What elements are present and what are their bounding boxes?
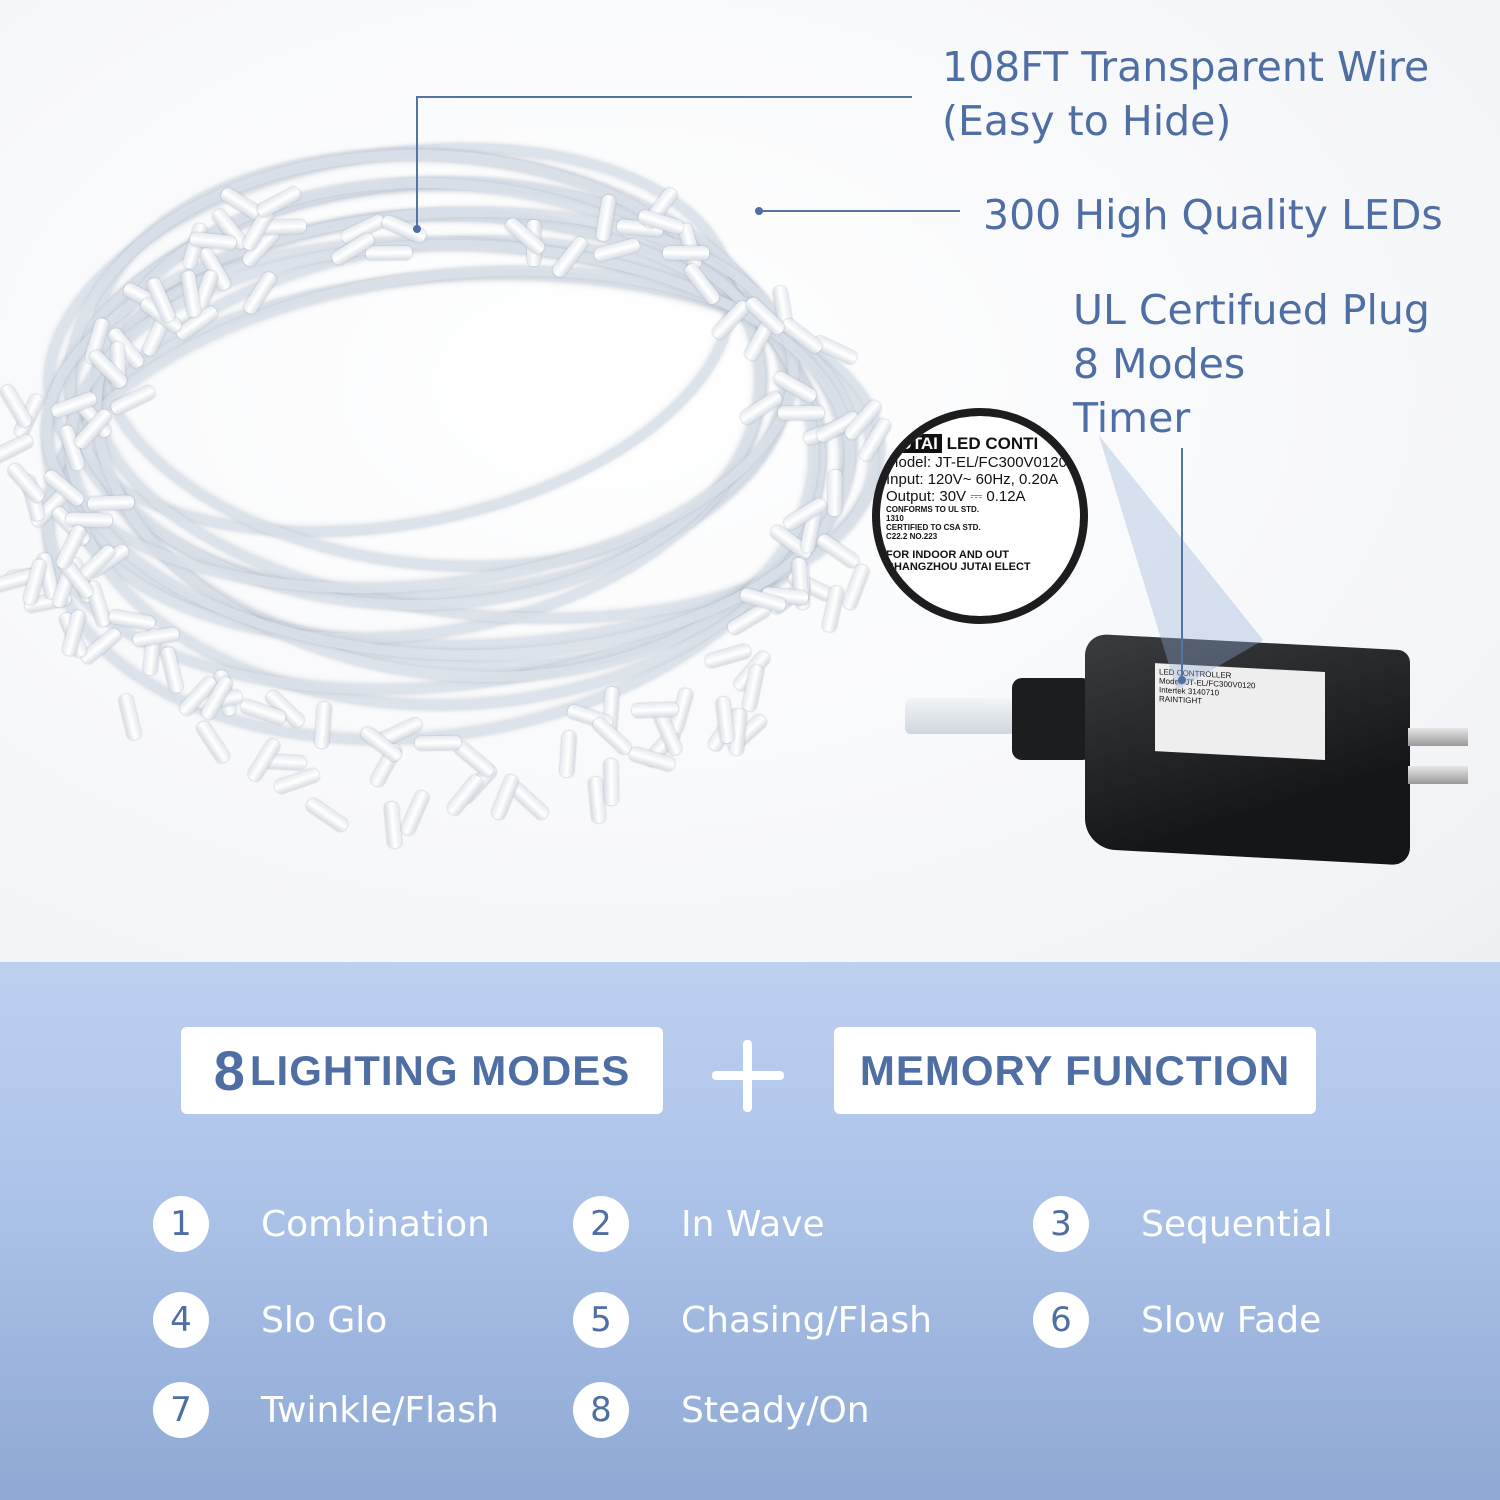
mode-number-badge: 5 [573,1292,629,1348]
mode-number-badge: 7 [153,1382,209,1438]
led-bulb [117,693,143,742]
callout-wire: 108FT Transparent Wire (Easy to Hide) [942,40,1429,148]
closeup-brand: JUTAI [886,434,942,453]
memory-function-badge: MEMORY FUNCTION [834,1027,1316,1114]
badge-text: LIGHTING MODES [249,1046,631,1094]
led-bulb [828,470,843,517]
mode-label: Twinkle/Flash [261,1389,499,1431]
mode-item: 5 Chasing/Flash [573,1292,932,1348]
mode-number-badge: 1 [153,1196,209,1252]
mode-number-badge: 8 [573,1382,629,1438]
callout-dot-leds [755,207,763,215]
plug-prong [1408,766,1468,784]
mode-label: In Wave [681,1203,825,1245]
mode-label: Combination [261,1203,490,1245]
mode-item: 7 Twinkle/Flash [153,1382,499,1438]
adapter-collar [1012,678,1092,760]
led-bulb [662,246,709,261]
callout-line-wire [416,96,912,98]
led-bulb [194,718,232,766]
led-bulb [366,245,413,261]
mode-item: 6 Slow Fade [1033,1292,1321,1348]
power-adapter: LED CONTROLLER Model: JT-EL/FC300V0120 I… [1085,633,1410,866]
mode-label: Slo Glo [261,1299,388,1341]
mode-number-badge: 6 [1033,1292,1089,1348]
callout-leds: 300 High Quality LEDs [983,191,1443,239]
callout-plug-line3: Timer [1073,394,1191,442]
product-photo: LED CONTROLLER Model: JT-EL/FC300V0120 I… [0,0,1500,962]
led-bulb [0,432,35,466]
callout-line-leds [760,210,960,212]
callout-plug: UL Certifued Plug 8 Modes Timer [1073,283,1430,445]
label-closeup: JUTAI LED CONTI Model: JT-EL/FC300V0120 … [872,408,1088,624]
mode-number-badge: 2 [573,1196,629,1252]
callout-dot-plug [1178,676,1186,684]
callout-wire-line2: (Easy to Hide) [942,97,1232,145]
callout-dot-wire [413,225,421,233]
mode-label: Sequential [1141,1203,1333,1245]
mode-label: Steady/On [681,1389,870,1431]
led-bulb [445,772,485,818]
mode-number-badge: 4 [153,1292,209,1348]
led-bulb [273,766,322,795]
plus-icon [712,1040,784,1112]
callout-wire-line1: 108FT Transparent Wire [942,43,1430,91]
led-bulb [399,789,432,838]
mode-label: Chasing/Flash [681,1299,932,1341]
callout-plug-line1: UL Certifued Plug [1073,286,1430,334]
callout-line-plug [1181,448,1183,680]
plug-prong [1408,728,1468,746]
led-bulb [304,796,351,834]
wire-loop [65,150,765,610]
mode-item: 1 Combination [153,1196,490,1252]
closeup-model: Model: JT-EL/FC300V0120 [886,454,1067,471]
led-bulb [703,643,752,670]
closeup-output: Output: 30V ⎓ 0.12A [886,488,1026,505]
led-bulb [415,735,462,751]
mode-label: Slow Fade [1141,1299,1322,1341]
led-bulb [383,801,403,849]
closeup-input: Input: 120V~ 60Hz, 0.20A [886,471,1059,488]
mode-item: 3 Sequential [1033,1196,1333,1252]
closeup-maker: CHANGZHOU JUTAI ELECT [886,561,1031,573]
led-bulb [87,495,135,512]
closeup-title: LED CONTI [946,434,1039,453]
closeup-indoor: FOR INDOOR AND OUT [886,549,1010,561]
led-bulb [65,512,112,528]
modes-panel: 8 LIGHTING MODES MEMORY FUNCTION 1 Combin… [0,962,1500,1500]
led-bulb [632,702,679,718]
mode-item: 8 Steady/On [573,1382,870,1438]
wire-connector [905,698,1015,734]
mode-item: 2 In Wave [573,1196,825,1252]
badge-number: 8 [213,1039,246,1102]
led-bulb [778,405,825,421]
callout-line-wire-vertical [416,96,418,228]
lighting-modes-badge: 8 LIGHTING MODES [181,1027,663,1114]
led-bulb [841,562,871,611]
closeup-ul: CONFORMS TO UL STD. 1310 [886,505,980,523]
callout-plug-line2: 8 Modes [1073,340,1246,388]
mode-number-badge: 3 [1033,1196,1089,1252]
led-bulb [559,730,577,778]
mode-item: 4 Slo Glo [153,1292,387,1348]
closeup-csa: CERTIFIED TO CSA STD. C22.2 NO.223 [886,523,981,541]
led-bulb [603,758,619,805]
